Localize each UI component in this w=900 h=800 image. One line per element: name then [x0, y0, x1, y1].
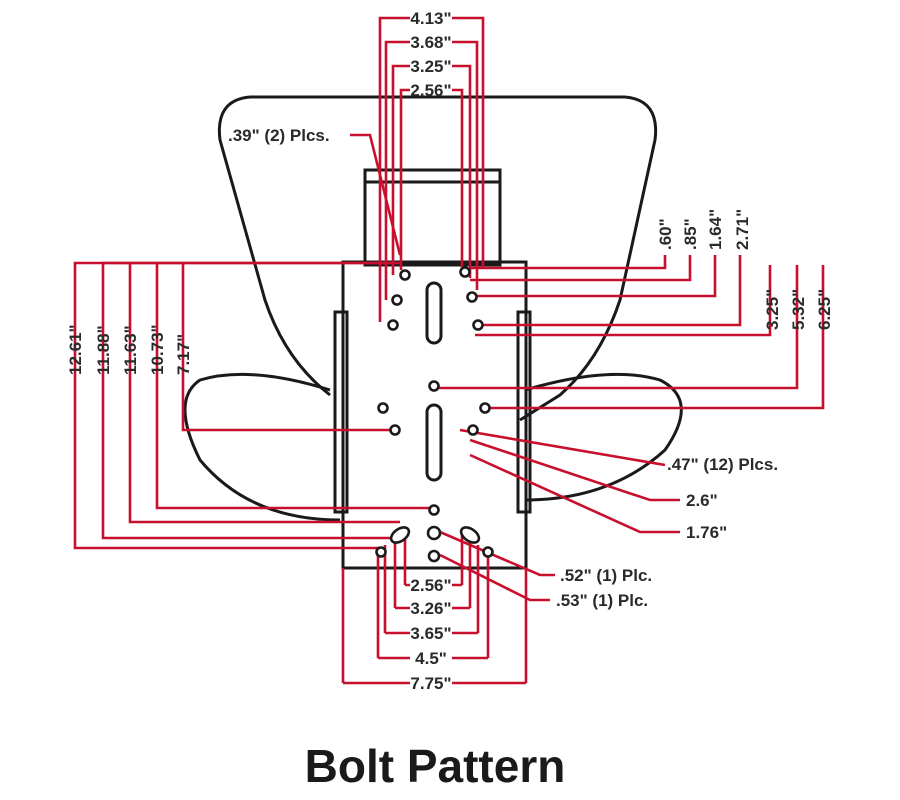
- right-dim-label: 2.71": [733, 209, 752, 250]
- left-dim-label: 7.17": [174, 334, 193, 375]
- bottom-dim-label: 7.75": [410, 674, 451, 693]
- right-dim-label: .60": [656, 218, 675, 250]
- left-dim-label: 12.61": [66, 324, 85, 375]
- left-dim-label: 11.63": [121, 325, 140, 375]
- left-dim-label: 10.73": [148, 324, 167, 375]
- right-dim-label: 5.32": [789, 289, 808, 330]
- right-note-labels: .47" (12) Plcs. 2.6" 1.76" .52" (1) Plc.…: [556, 455, 778, 610]
- hole-note-label: .52" (1) Plc.: [560, 566, 652, 585]
- bottom-dim-label: 2.56": [410, 576, 451, 595]
- top-dimension-labels: 4.13" 3.68" 3.25" 2.56" .39" (2) Plcs.: [228, 9, 452, 145]
- right-dim-label: 6.25": [815, 289, 834, 330]
- top-dim-label: 4.13": [410, 9, 451, 28]
- top-dim-label: 2.56": [410, 81, 451, 100]
- slot-note-label: .39" (2) Plcs.: [228, 126, 330, 145]
- diagram-title: Bolt Pattern: [305, 740, 566, 792]
- mounting-plate: [341, 260, 528, 570]
- right-top-dimension-labels: .60" .85" 1.64" 2.71" 3.25" 5.32" 6.25": [656, 209, 834, 330]
- left-dim-label: 11.88": [94, 325, 113, 375]
- dimension-lines: [73, 16, 825, 685]
- right-dim-label: 1.64": [706, 209, 725, 250]
- bottom-dimension-labels: 2.56" 3.26" 3.65" 4.5" 7.75": [410, 576, 451, 693]
- hole-note-label: .53" (1) Plc.: [556, 591, 648, 610]
- bolt-holes: [375, 266, 494, 563]
- right-dim-label: 3.25": [763, 289, 782, 330]
- lower-slot: [425, 403, 443, 482]
- bottom-dim-label: 3.26": [410, 599, 451, 618]
- right-dim-label: .85": [681, 218, 700, 250]
- right-rail: [516, 310, 532, 514]
- bottom-dim-label: 4.5": [415, 649, 447, 668]
- dim-label: 2.6": [686, 491, 718, 510]
- hole-note-label: .47" (12) Plcs.: [667, 455, 778, 474]
- top-dim-label: 3.68": [410, 33, 451, 52]
- bottom-dim-label: 3.65": [410, 624, 451, 643]
- left-dimension-labels: 12.61" 11.88" 11.63" 10.73" 7.17": [66, 324, 193, 375]
- left-rail: [333, 310, 349, 514]
- seat-outline: [183, 95, 683, 570]
- upper-slot: [425, 281, 443, 345]
- dim-label: 1.76": [686, 523, 727, 542]
- top-dim-label: 3.25": [410, 57, 451, 76]
